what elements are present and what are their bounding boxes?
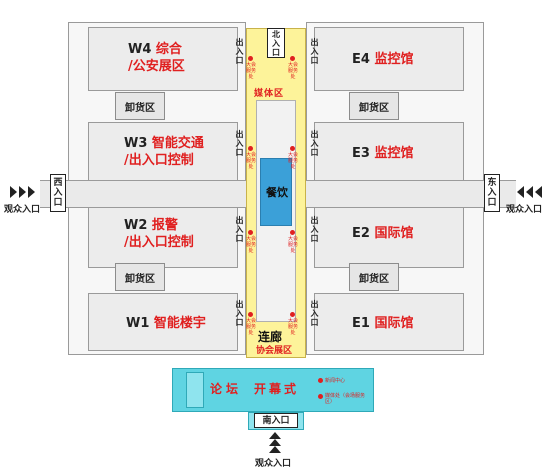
forum-stage-left — [186, 372, 204, 408]
service-label: 大会服务处 — [287, 318, 298, 336]
hall-w2-label: W2 报警 — [124, 218, 178, 233]
north-gate[interactable]: 北入口 — [267, 28, 285, 58]
corridor-subtitle: 协会展区 — [256, 346, 293, 356]
east-passage — [304, 180, 516, 208]
service-marker — [248, 312, 253, 317]
hall-e1[interactable] — [314, 293, 464, 351]
forum-note-one: 新闻中心 — [325, 378, 346, 384]
exit-label-w1[interactable]: 出入口 — [235, 300, 244, 327]
south-visitor-entrance-label: 观众入口 — [255, 459, 292, 469]
service-marker — [290, 230, 295, 235]
service-label: 大会服务处 — [287, 152, 298, 170]
forum-hall[interactable] — [172, 368, 374, 412]
service-label: 大会服务处 — [245, 236, 256, 254]
service-marker — [248, 56, 253, 61]
hall-w4[interactable] — [88, 27, 238, 91]
east-entry-arrows-icon — [517, 186, 542, 198]
service-label: 大会服务处 — [245, 318, 256, 336]
east-visitor-entrance-label: 观众入口 — [506, 205, 543, 215]
corridor-title: 连廊 — [258, 330, 283, 344]
south-entry-arrows-icon — [269, 432, 281, 453]
opening-ceremony-label: 开幕式 — [254, 382, 300, 396]
service-marker — [290, 146, 295, 151]
service-marker — [248, 146, 253, 151]
hall-e1-label: E1 国际馆 — [352, 316, 414, 331]
hall-w3[interactable] — [88, 122, 238, 184]
unloading-area-east-upper: 卸货区 — [349, 92, 399, 120]
service-label: 大会服务处 — [245, 62, 256, 80]
west-gate[interactable]: 西入口 — [50, 174, 66, 212]
west-passage — [40, 180, 250, 208]
forum-note-marker — [318, 394, 323, 399]
hall-w3-sublabel: /出入口控制 — [124, 153, 194, 168]
unloading-area-east-lower: 卸货区 — [349, 263, 399, 291]
forum-label: 论坛 — [210, 382, 243, 396]
hall-e4-label: E4 监控馆 — [352, 52, 414, 67]
unloading-area-west-lower: 卸货区 — [115, 263, 165, 291]
south-gate[interactable]: 南入口 — [254, 413, 298, 428]
hall-e3[interactable] — [314, 122, 464, 184]
exit-label-e2[interactable]: 出入口 — [310, 216, 319, 243]
hall-e2-label: E2 国际馆 — [352, 226, 414, 241]
service-label: 大会服务处 — [287, 62, 298, 80]
service-label: 大会服务处 — [287, 236, 298, 254]
hall-e4[interactable] — [314, 27, 464, 91]
service-marker — [290, 312, 295, 317]
exit-label-e1[interactable]: 出入口 — [310, 300, 319, 327]
west-visitor-entrance-label: 观众入口 — [4, 205, 41, 215]
unloading-area-west-upper: 卸货区 — [115, 92, 165, 120]
hall-w4-label: W4 综合 — [128, 42, 182, 57]
west-entry-arrows-icon — [10, 186, 35, 198]
exit-label-e4[interactable]: 出入口 — [310, 38, 319, 65]
media-area-label: 媒体区 — [254, 89, 285, 99]
dining-area[interactable] — [260, 158, 292, 226]
exit-label-e3[interactable]: 出入口 — [310, 130, 319, 157]
hall-e3-label: E3 监控馆 — [352, 146, 414, 161]
hall-w3-label: W3 智能交通 — [124, 136, 204, 151]
dining-label: 餐饮 — [266, 186, 288, 199]
hall-w4-sublabel: /公安展区 — [128, 59, 185, 74]
east-gate[interactable]: 东入口 — [484, 174, 500, 212]
forum-note-two: 媒体处（会场服务区） — [325, 393, 366, 405]
hall-w1-label: W1 智能楼宇 — [126, 316, 206, 331]
exit-label-w3[interactable]: 出入口 — [235, 130, 244, 157]
exit-label-w2[interactable]: 出入口 — [235, 216, 244, 243]
forum-note-marker — [318, 378, 323, 383]
service-label: 大会服务处 — [245, 152, 256, 170]
exit-label-w4[interactable]: 出入口 — [235, 38, 244, 65]
hall-w1[interactable] — [88, 293, 238, 351]
hall-w2-sublabel: /出入口控制 — [124, 235, 194, 250]
service-marker — [248, 230, 253, 235]
service-marker — [290, 56, 295, 61]
